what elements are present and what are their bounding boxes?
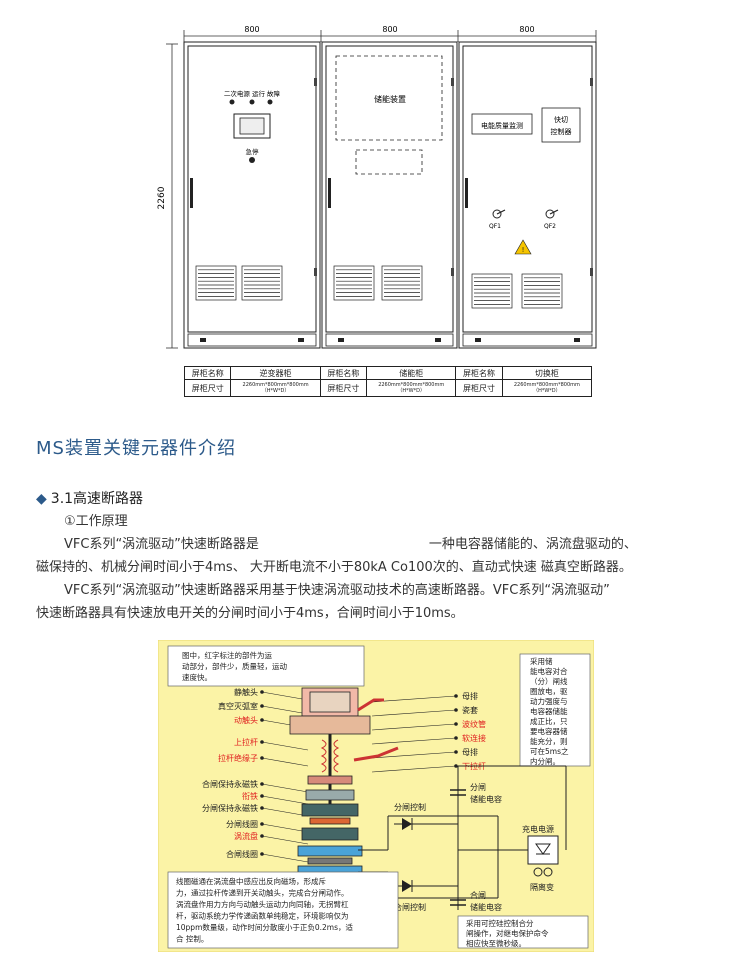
side-note-line: 可在5ms之 [530, 746, 569, 756]
open-control-label: 分闸控制 [394, 802, 426, 812]
name-header-2: 屏柜名称 [319, 366, 368, 380]
right-component-label: 软连接 [462, 733, 486, 743]
cabinet-size-1: 2260mm*800mm*800mm（H*W*D） [230, 379, 321, 397]
right-component-label: 瓷套 [462, 705, 478, 715]
cabinet-name-3: 切换柜 [501, 366, 593, 380]
fast-switch-label-1: 快切 [554, 115, 568, 124]
bottom-note-line: 合 控制。 [176, 934, 208, 944]
subsection-title: ◆3.1高速断路器 [36, 491, 144, 507]
side-note-line: 采用储 [530, 656, 553, 666]
side-note-line: 成正比，只 [530, 716, 568, 726]
open-cap-label: 分闸 [470, 783, 486, 792]
height-label: 2260 [157, 186, 167, 209]
side-note-line: （分）闸线 [530, 676, 568, 686]
side-note-line: 圈放电，驱 [530, 686, 568, 696]
left-component-label: 衔铁 [242, 791, 258, 801]
width-label-2: 800 [382, 25, 397, 34]
cabinet-name-2: 储能柜 [366, 366, 457, 380]
paragraph-2-line-2: 快速断路器具有快速放电开关的分闸时间小于4ms，合闸时间小于10ms。 [36, 606, 464, 621]
width-label-3: 800 [519, 25, 534, 34]
charge-supply-label: 充电电源 [522, 824, 554, 834]
left-component-label: 合闸保持永磁铁 [202, 779, 258, 789]
left-component-label: 分闸线圈 [226, 819, 258, 829]
diamond-bullet-icon: ◆ [36, 491, 47, 507]
section-title: MS装置关键元器件介绍 [36, 438, 236, 459]
svg-text:!: ! [522, 246, 525, 254]
storage-label: 储能装置 [374, 94, 406, 104]
top-note-line: 速度快。 [182, 672, 212, 682]
paragraph-2-line-1: VFC系列“涡流驱动”快速断路器采用基于快速涡流驱动技术的高速断路器。VFC系列… [64, 583, 610, 598]
name-header-3: 屏柜名称 [455, 366, 503, 380]
left-component-label: 真空灭弧室 [218, 701, 258, 711]
cabinet-drawing: 800 800 800 2260 二次电源 运行 故障 急停 [157, 25, 597, 349]
bottom-note-line: 10ppm数量级，动作时间分散度小于正负0.2ms，适 [176, 922, 354, 932]
paragraph-1-line-2: 磁保持的、机械分闸时间小于4ms、 大开断电流不小于80kA Co100次的、直… [36, 560, 632, 575]
vent-grill [195, 265, 237, 301]
thyristor-note-line: 相应快至微秒级。 [466, 938, 526, 948]
side-note-line: 动力强度与 [530, 696, 568, 706]
fast-switch-label-2: 控制器 [551, 127, 572, 136]
lamp-labels: 二次电源 运行 故障 [224, 89, 281, 98]
side-note-line: 内分闸。 [530, 756, 560, 766]
left-component-label: 拉杆绝缘子 [218, 753, 258, 763]
cabinet-size-3: 2260mm*800mm*800mm（H*W*D） [501, 379, 593, 397]
close-cap-label-2: 储能电容 [470, 902, 502, 912]
principle-heading: ①工作原理 [64, 514, 128, 529]
left-component-label: 合闸线圈 [226, 849, 258, 859]
vent-grill [471, 273, 513, 309]
bottom-note-line: 力，通过拉杆传递到开关动触头，完成合分闸动作。 [176, 888, 349, 898]
estop-label: 急停 [246, 147, 260, 156]
vent-grill [381, 265, 423, 301]
cabinet-spec-table: 屏柜名称 逆变器柜 屏柜名称 储能柜 屏柜名称 切换柜 屏柜尺寸 2260mm*… [183, 366, 593, 397]
cabinet-size-2: 2260mm*800mm*800mm（H*W*D） [366, 379, 457, 397]
bottom-note-line: 涡流盘作用力方向与动触头运动力向同轴，无拐臂杠 [176, 899, 349, 909]
bottom-note-line: 杆，驱动系统力学传递函数单纯稳定，环境影响仅为 [176, 911, 349, 921]
left-component-label: 上拉杆 [234, 737, 258, 747]
qf2-label: QF2 [544, 223, 556, 230]
monitor-label: 电能质量监测 [481, 121, 523, 130]
vent-grill [241, 265, 283, 301]
bottom-note-line: 线圈磁通在涡流盘中感应出反向磁场，形成斥 [176, 876, 326, 886]
qf1-label: QF1 [489, 223, 501, 230]
top-note-line: 图中，红字标注的部件为运 [182, 650, 272, 660]
warning-icon [514, 239, 532, 255]
cabinet-name-1: 逆变器柜 [230, 366, 321, 380]
left-component-label: 静触头 [234, 687, 258, 697]
side-note-line: 要电容器储 [530, 726, 568, 736]
thyristor-note-line: 采用可控硅控制合分 [466, 918, 534, 928]
top-note-line: 动部分，部件少，质量轻，运动 [182, 661, 287, 671]
right-component-label: 波纹管 [462, 719, 486, 729]
vent-grill [333, 265, 375, 301]
name-header-1: 屏柜名称 [183, 366, 232, 380]
paragraph-1-line-1: VFC系列“涡流驱动”快速断路器是一种电容器储能的、涡流盘驱动的、 [64, 537, 637, 552]
isolation-transformer-label: 隔离变 [530, 882, 554, 892]
close-control-label: 合闸控制 [394, 902, 426, 912]
side-note-line: 能电容对合 [530, 666, 568, 676]
left-component-label: 分闸保持永磁铁 [202, 803, 258, 813]
close-cap-label: 合闸 [470, 890, 486, 900]
thyristor-note-line: 闸操作，对继电保护命令 [466, 928, 549, 938]
left-component-label: 涡流盘 [234, 831, 258, 841]
right-component-label: 母排 [462, 691, 478, 701]
side-note-line: 能充分，则 [530, 736, 568, 746]
vent-grill [521, 273, 563, 309]
right-component-label: 母排 [462, 747, 478, 757]
left-component-label: 动触头 [234, 715, 258, 725]
side-note-line: 电容器储能 [530, 706, 568, 716]
size-header-3: 屏柜尺寸 [455, 379, 503, 397]
size-header-1: 屏柜尺寸 [183, 379, 232, 397]
principle-text: ①工作原理 VFC系列“涡流驱动”快速断路器是一种电容器储能的、涡流盘驱动的、 … [36, 510, 736, 625]
open-cap-label-2: 储能电容 [470, 794, 502, 804]
size-header-2: 屏柜尺寸 [319, 379, 368, 397]
width-label-1: 800 [244, 25, 259, 34]
